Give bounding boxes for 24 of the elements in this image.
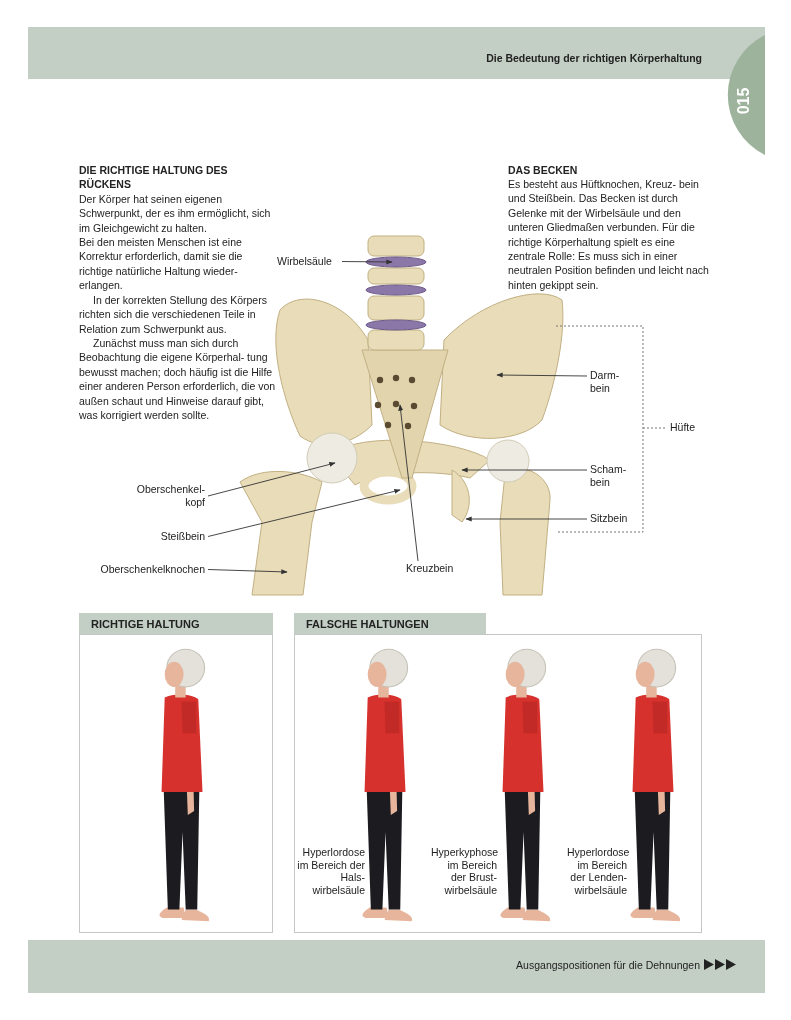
part-label: Wirbelsäule (277, 255, 339, 268)
photo-caption: Hyperkyphose im Bereich der Brust- wirbelsäule (431, 846, 497, 896)
section-heading: DAS BECKEN (508, 163, 579, 178)
photo-caption: Hyperlordose im Bereich der Hals- wirbelsäule (296, 846, 365, 896)
part-label: Kreuzbein (406, 562, 466, 575)
section-heading: DIE RICHTIGE HALTUNG DES RÜCKENS (79, 163, 229, 192)
page-title: Die Bedeutung der richtigen Körperhaltung (485, 52, 702, 64)
panel-heading: FALSCHE HALTUNGEN (294, 613, 486, 635)
part-label: Darm- bein (590, 369, 632, 395)
part-label: Oberschenkelknochen (70, 563, 205, 576)
page-number: 015 (735, 86, 753, 117)
footer-text: Ausgangspositionen für die Dehnungen (515, 958, 700, 973)
body-text: Der Körper hat seinen eigenen Schwerpunkt, der es ihm ermöglicht, sich im Gleichgewicht zu halten. (79, 192, 272, 236)
body-text: Es besteht aus Hüftknochen, Kreuz- bein und Steißbein. Das Becken ist durch Gelenke mit der Wirbelsäule und den unteren Gliedmaßen verbunden. Für die richtige Körperhaltung spielt es eine zentrale Rolle: Es muss sich in einer neutralen Position befinden und leicht nach hinten gekippt sein. (508, 177, 710, 293)
part-label: Scham- bein (590, 463, 638, 489)
part-label: Oberschenkel- kopf (120, 483, 205, 509)
photo-caption: Hyperlordose im Bereich der Lenden- wirbelsäule (567, 846, 627, 896)
part-label: Sitzbein (590, 512, 638, 525)
body-text: In der korrekten Stellung des Körpers richten sich die verschiedenen Teile in Relation zum Schwerpunkt aus. (79, 293, 268, 337)
body-text: Bei den meisten Menschen ist eine Korrektur erforderlich, damit sie die richtige natürliche Haltung wieder- erlangen. (79, 235, 244, 293)
part-label: Hüfte (670, 421, 697, 434)
body-text: Zunächst muss man sich durch Beobachtung die eigene Körperhal- tung bewusst machen; doch häufig ist die Hilfe einer anderen Person erforderlich, die von außen schaut und Hinweise darauf gibt, was korrigiert werden sollte. (79, 336, 277, 423)
part-label: Steißbein (120, 530, 205, 543)
panel-heading: RICHTIGE HALTUNG (79, 613, 273, 635)
